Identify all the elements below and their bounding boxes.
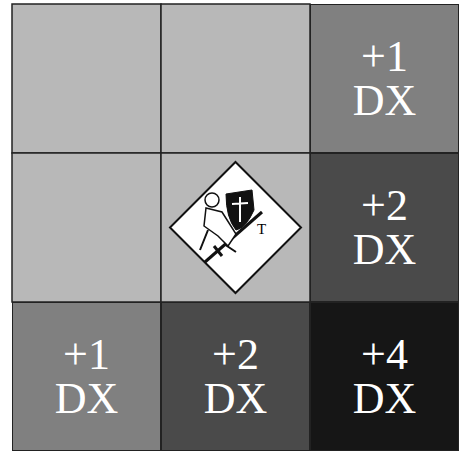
dx-modifier: +1 DX: [353, 35, 417, 121]
sword-guard: [214, 246, 222, 256]
knight-legs: [200, 230, 236, 252]
dx-modifier: +4 DX: [353, 333, 417, 419]
dx-modifier: +2 DX: [353, 184, 417, 270]
plain-cell: [161, 4, 310, 153]
plain-cell: [12, 153, 161, 302]
dx-modifier: +1 DX: [55, 333, 119, 419]
modifier-cell: +1 DX: [310, 4, 459, 153]
plain-cells: [12, 4, 310, 302]
plain-cell: [161, 153, 310, 302]
modifier-cell: +2 DX: [161, 302, 310, 451]
counter-letter: T: [257, 222, 266, 237]
knight-shield: [226, 190, 254, 230]
modifier-cell: +2 DX: [310, 153, 459, 302]
counter-diamond: [170, 162, 301, 293]
knight-head: [205, 193, 219, 207]
plain-cell: [12, 4, 161, 153]
modifier-cell: +4 DX: [310, 302, 459, 451]
shield-cross: [232, 197, 248, 222]
dx-modifier: +2 DX: [204, 333, 268, 419]
knight-counter: [170, 162, 301, 293]
modifier-cell: +1 DX: [12, 302, 161, 451]
